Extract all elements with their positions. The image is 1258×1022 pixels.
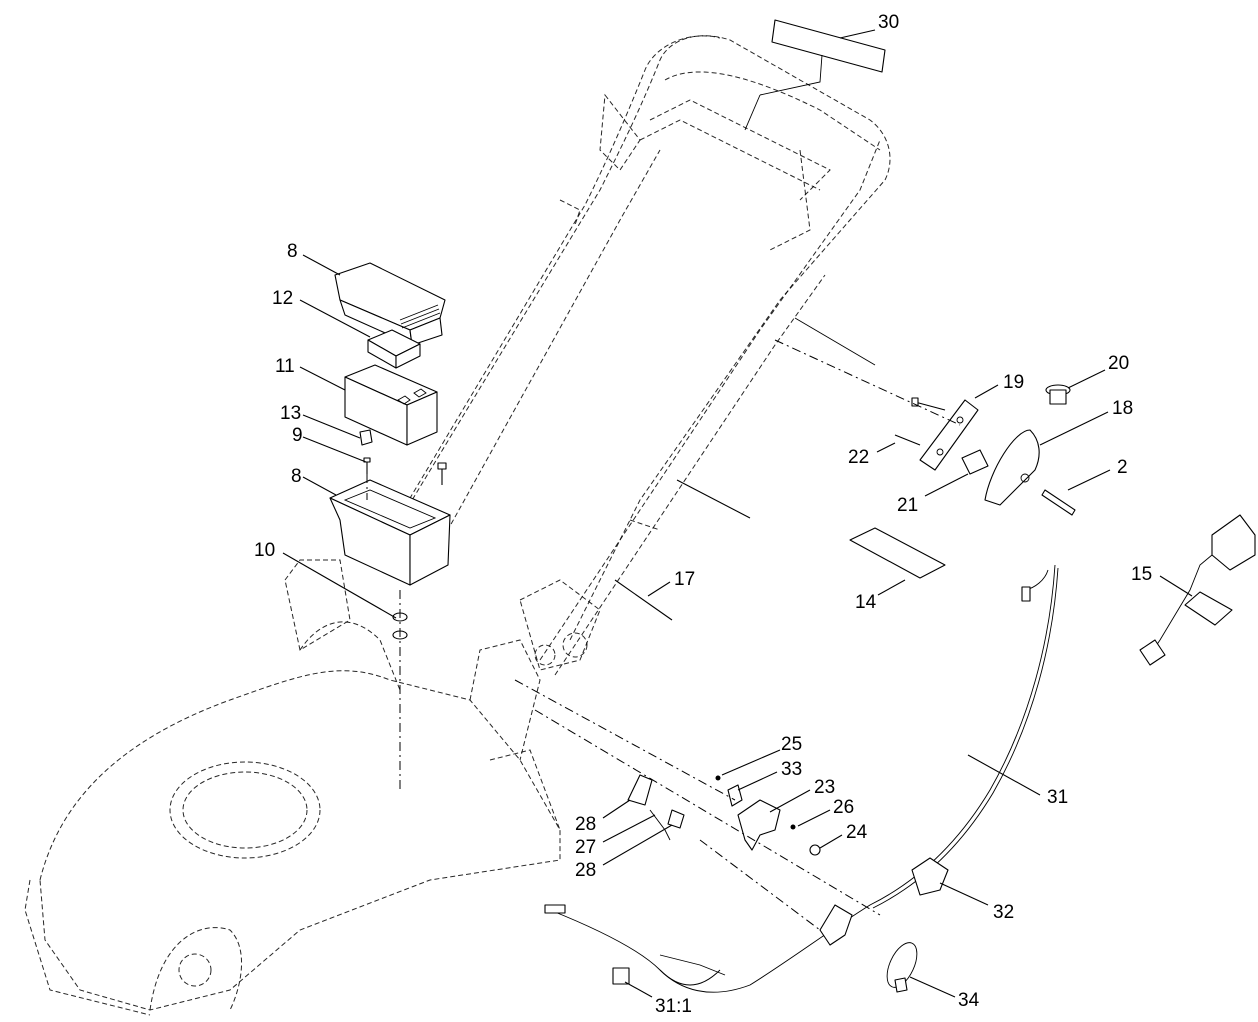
rod <box>614 479 751 621</box>
callout-27: 27 <box>575 837 596 858</box>
callout-33: 33 <box>781 759 802 780</box>
callout-34: 34 <box>958 990 980 1011</box>
callout-8-tray: 8 <box>291 466 302 487</box>
callout-25: 25 <box>781 734 802 755</box>
callout-15: 15 <box>1131 564 1152 585</box>
callout-19: 19 <box>1003 372 1024 393</box>
leader-lines <box>282 29 1193 998</box>
callout-32: 32 <box>993 902 1014 923</box>
bracket-23 <box>737 799 781 851</box>
bracket-28 <box>627 774 653 806</box>
callout-14: 14 <box>855 592 877 613</box>
callout-26: 26 <box>833 797 854 818</box>
callout-10: 10 <box>254 540 275 561</box>
callout-31: 31 <box>1047 787 1068 808</box>
switch-27 <box>649 809 685 841</box>
latch-cap <box>1045 384 1071 405</box>
decal-14 <box>849 527 946 579</box>
callout-21: 21 <box>897 495 918 516</box>
callout-31-1: 31:1 <box>655 996 692 1017</box>
callout-17: 17 <box>674 569 695 590</box>
callout-22: 22 <box>848 447 869 468</box>
mower-deck <box>24 559 561 1016</box>
callout-28-bottom: 28 <box>575 860 596 881</box>
battery <box>344 364 438 446</box>
battery-pad <box>367 329 421 369</box>
callout-11: 11 <box>275 356 295 377</box>
decal-30 <box>771 19 886 73</box>
screw <box>363 457 447 485</box>
latch-screw <box>894 434 921 446</box>
battery-tray <box>329 479 451 586</box>
spring-33 <box>727 784 743 807</box>
latch-bolt <box>911 397 946 411</box>
latch-pin <box>1041 489 1076 516</box>
latch-cover <box>984 429 1040 506</box>
latch-block <box>961 449 989 475</box>
callout-23: 23 <box>814 777 835 798</box>
callout-9: 9 <box>292 425 303 446</box>
fasteners <box>715 775 821 856</box>
callout-30: 30 <box>878 12 899 33</box>
callout-8-cover: 8 <box>287 241 298 262</box>
callouts: 30 8 12 11 13 9 8 10 19 20 18 22 21 2 14… <box>254 12 1152 1017</box>
callout-28-top: 28 <box>575 814 596 835</box>
callout-13: 13 <box>280 403 301 424</box>
cable-tie-34 <box>886 942 918 993</box>
connector-32 <box>911 857 949 896</box>
battery-clip <box>359 429 373 446</box>
callout-20: 20 <box>1108 353 1129 374</box>
callout-18: 18 <box>1112 398 1133 419</box>
callout-12: 12 <box>272 288 293 309</box>
mower-handle <box>384 35 891 676</box>
charger <box>1139 514 1256 666</box>
callout-2: 2 <box>1117 457 1128 478</box>
callout-24: 24 <box>846 822 868 843</box>
